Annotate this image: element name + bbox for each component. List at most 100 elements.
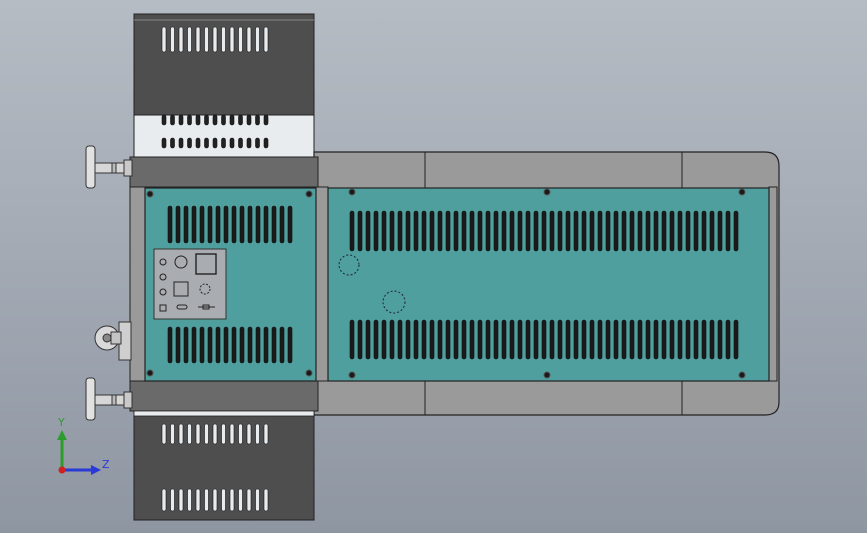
vent-slot (637, 319, 643, 360)
display-window (195, 253, 217, 275)
vent-slot (469, 319, 475, 360)
vent-slot (613, 319, 619, 360)
vent-slot (349, 319, 355, 360)
vent-slot (733, 210, 739, 252)
vent-slot (178, 423, 184, 445)
vent-slot (229, 26, 235, 53)
vent-slot (493, 319, 499, 360)
vent-slot (421, 319, 427, 360)
z-axis-label: Z (102, 458, 110, 471)
vent-slot (477, 210, 483, 252)
vent-slot (701, 210, 707, 252)
vent-slot (255, 26, 260, 53)
vent-slot (421, 210, 427, 252)
bottom-enclosure (133, 410, 315, 521)
vent-slot (453, 319, 459, 360)
vent-slot (246, 423, 252, 445)
vent-slot (517, 319, 523, 360)
vent-slot (357, 319, 363, 360)
vent-slot (677, 319, 683, 360)
vent-slot (167, 326, 173, 364)
vent-slot (461, 319, 467, 360)
vent-slot (170, 114, 175, 126)
vent-slot (231, 326, 237, 364)
screw (305, 190, 313, 198)
vent-slot (161, 488, 167, 512)
vent-slot (263, 488, 269, 512)
vent-slot (605, 210, 611, 252)
vent-slot (485, 319, 491, 360)
vent-slot (263, 137, 269, 149)
vent-slot (221, 423, 226, 445)
right-panel-screws (348, 188, 746, 379)
vent-slot (212, 26, 218, 53)
vent-slot (429, 210, 435, 252)
vent-slot (221, 488, 226, 512)
vent-slot (263, 26, 269, 53)
vent-slot (709, 210, 715, 252)
vent-slot (685, 319, 691, 360)
vent-slot (573, 210, 579, 252)
vent-slot (557, 319, 563, 360)
vent-slot (167, 205, 173, 244)
bottom-enclosure-vent-slots-upper (161, 423, 269, 445)
vent-slot (246, 488, 252, 512)
vent-slot (204, 114, 209, 126)
vent-slot (223, 326, 229, 364)
handwheel-icon[interactable] (85, 377, 133, 421)
vent-slot (701, 319, 707, 360)
vent-slot (247, 326, 253, 364)
vent-slot (445, 210, 451, 252)
vent-slot (246, 137, 252, 149)
vent-slot (161, 137, 167, 149)
vent-slot (437, 319, 443, 360)
vent-slot (573, 319, 579, 360)
vent-slot (263, 114, 269, 126)
vent-slot (195, 137, 201, 149)
control-faceplate (153, 248, 227, 320)
main-frame (129, 156, 778, 412)
left-panel-screws (146, 190, 313, 377)
vent-slot (287, 205, 293, 244)
vent-slot (349, 210, 355, 252)
top-enclosure-lower-vent-slots (161, 114, 269, 149)
vent-slot (397, 210, 403, 252)
screw (348, 371, 356, 379)
vent-slot (469, 210, 475, 252)
vent-slot (231, 205, 237, 244)
vent-slot (645, 210, 651, 252)
vent-slot (725, 319, 731, 360)
vent-slot (170, 26, 175, 53)
vent-slot (229, 137, 235, 149)
vent-slot (175, 205, 181, 244)
vent-slot (717, 210, 723, 252)
vent-slot (246, 26, 252, 53)
vent-slot (223, 205, 229, 244)
vent-slot (589, 319, 595, 360)
vent-slot (207, 326, 213, 364)
vent-slot (661, 319, 667, 360)
vent-slot (581, 210, 587, 252)
vent-slot (199, 205, 205, 244)
vent-slot (238, 26, 243, 53)
vent-slot (195, 423, 201, 445)
vent-slot (229, 488, 235, 512)
screw (146, 190, 154, 198)
vent-slot (693, 210, 699, 252)
vent-slot (170, 488, 175, 512)
vent-slot (271, 326, 277, 364)
vent-slot (381, 210, 387, 252)
vent-slot (709, 319, 715, 360)
vent-slot (187, 488, 192, 512)
vent-slot (255, 205, 261, 244)
vent-slot (517, 210, 523, 252)
vent-slot (725, 210, 731, 252)
screw (146, 369, 154, 377)
vent-slot (397, 319, 403, 360)
vent-slot (247, 205, 253, 244)
vent-slot (637, 210, 643, 252)
screw (305, 369, 313, 377)
left-panel-vent-slots-top (167, 205, 293, 244)
handwheel-icon[interactable] (85, 145, 133, 189)
vent-slot (597, 210, 603, 252)
